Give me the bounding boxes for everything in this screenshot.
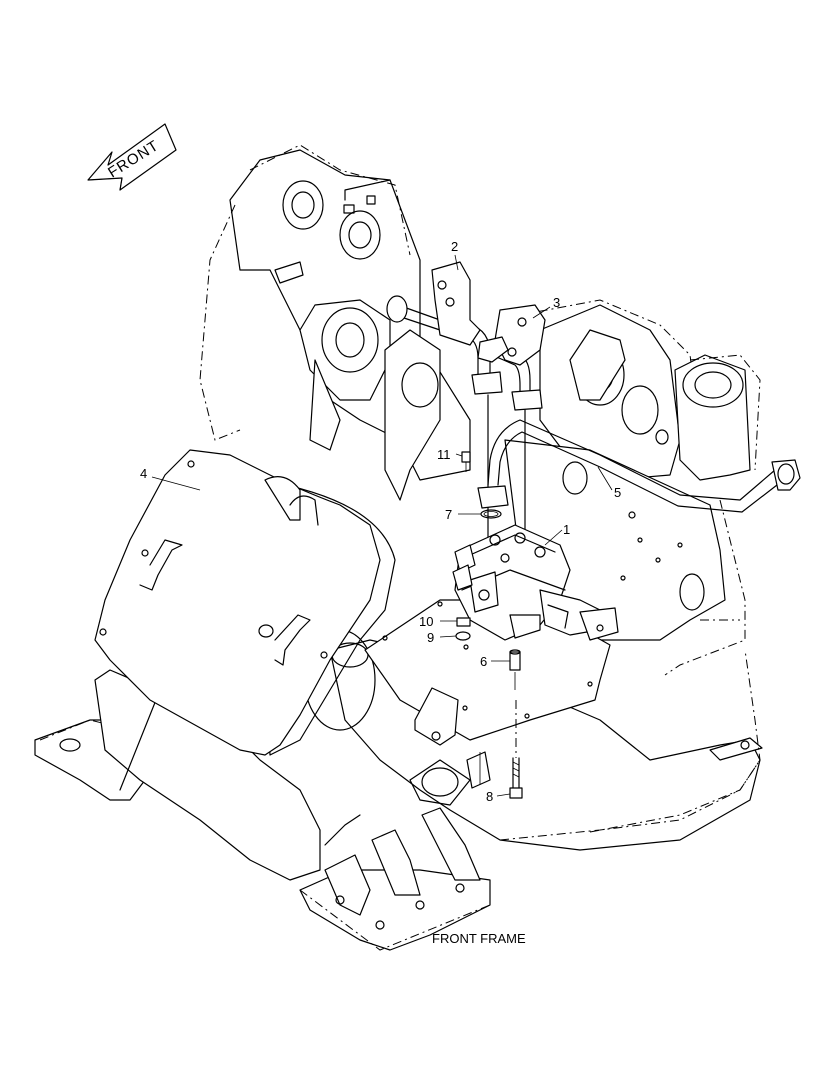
callout-8: 8 [486,789,493,804]
control-valve-assembly [452,524,619,641]
callout-labels: 1 2 3 4 5 6 7 8 9 10 11 [140,239,621,804]
cover-plate [94,449,381,756]
callout-9: 9 [427,630,434,645]
callout-5: 5 [614,485,621,500]
hydraulic-pipes [386,295,801,546]
valve-mount-plate [364,599,611,789]
pipe-brackets [431,261,546,366]
callout-11: 11 [437,447,451,462]
callout-1: 1 [563,522,570,537]
diagram-caption: FRONT FRAME [432,931,526,946]
callout-4: 4 [140,466,147,481]
small-hardware [455,451,523,799]
front-direction-label: FRONT [105,137,162,181]
callout-2: 2 [451,239,458,254]
callout-7: 7 [445,507,452,522]
callout-6: 6 [480,654,487,669]
callout-3: 3 [553,295,560,310]
callout-10: 10 [419,614,433,629]
callout-leaders [151,254,613,797]
front-direction-arrow: FRONT [87,123,177,191]
